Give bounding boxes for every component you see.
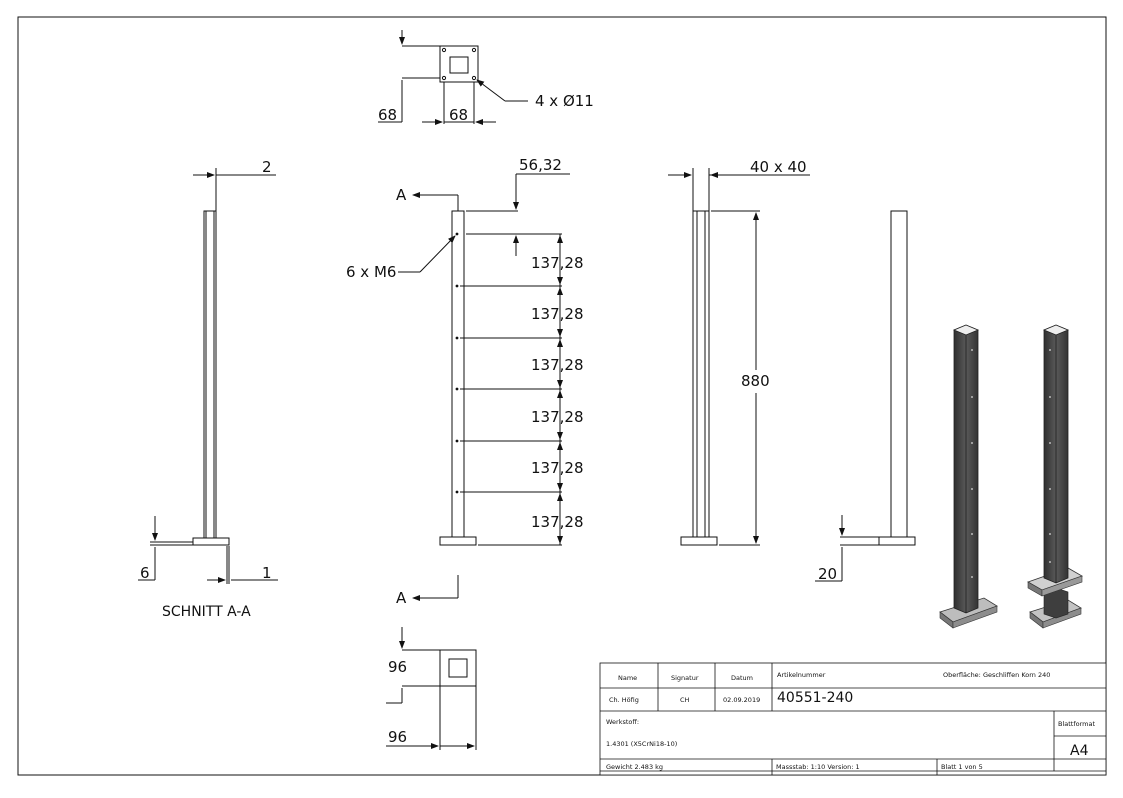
tb-name: Ch. Höfig: [609, 696, 639, 704]
tb-date-header: Datum: [731, 674, 753, 682]
section-caption: SCHNITT A-A: [162, 604, 251, 620]
section-dim-base: 6: [140, 564, 150, 582]
base-view: [386, 627, 477, 750]
side-dim-profile: 40 x 40: [750, 158, 807, 176]
front-spacing-3: 137,28: [531, 356, 584, 374]
tb-signature-header: Signatur: [671, 674, 699, 682]
sheet-border: [17, 16, 1107, 776]
top-dim-bottom: 68: [449, 106, 468, 124]
tb-format: A4: [1070, 743, 1089, 759]
top-view: [378, 30, 528, 125]
section-dim-foot: 1: [262, 564, 272, 582]
front-view: [398, 173, 570, 601]
tb-article-number: 40551-240: [777, 690, 853, 706]
side-dim-height: 880: [741, 372, 770, 390]
tb-signature: CH: [680, 696, 690, 704]
section-label-bottom: A: [396, 589, 407, 607]
tb-sheet: Blatt 1 von 5: [941, 763, 983, 771]
front-spacing-2: 137,28: [531, 305, 584, 323]
front-spacing-5: 137,28: [531, 459, 584, 477]
section-dim-wall: 2: [262, 158, 272, 176]
tb-article-label: Artikelnummer: [777, 671, 826, 679]
base-dim-side: 96: [388, 658, 407, 676]
top-hole-callout: 4 x Ø11: [535, 92, 594, 110]
side-view: [668, 168, 810, 546]
back-dim-base: 20: [818, 565, 837, 583]
tb-weight: Gewicht 2.483 kg: [606, 763, 663, 771]
tb-material: 1.4301 (X5CrNi18-10): [606, 740, 677, 748]
tb-surface: Oberfläche: Geschliffen Korn 240: [943, 671, 1050, 679]
front-spacing-6: 137,28: [531, 513, 584, 531]
tb-name-header: Name: [618, 674, 637, 682]
section-label-top: A: [396, 186, 407, 204]
tb-scale: Massstab: 1:10 Version: 1: [776, 763, 860, 771]
top-dim-left: 68: [378, 106, 397, 124]
iso-render-1: [939, 324, 998, 629]
tb-date: 02.09.2019: [723, 696, 760, 704]
title-block: [599, 662, 1107, 776]
tb-material-label: Werkstoff:: [606, 718, 639, 726]
base-dim-bottom: 96: [388, 728, 407, 746]
iso-render-2: [1027, 324, 1083, 629]
front-hole-callout: 6 x M6: [346, 263, 396, 281]
front-dim-top: 56,32: [519, 156, 562, 174]
section-view: [138, 168, 278, 584]
back-view: [815, 210, 916, 582]
front-spacing-1: 137,28: [531, 254, 584, 272]
front-spacing-4: 137,28: [531, 408, 584, 426]
tb-format-label: Blattformat: [1058, 720, 1095, 728]
